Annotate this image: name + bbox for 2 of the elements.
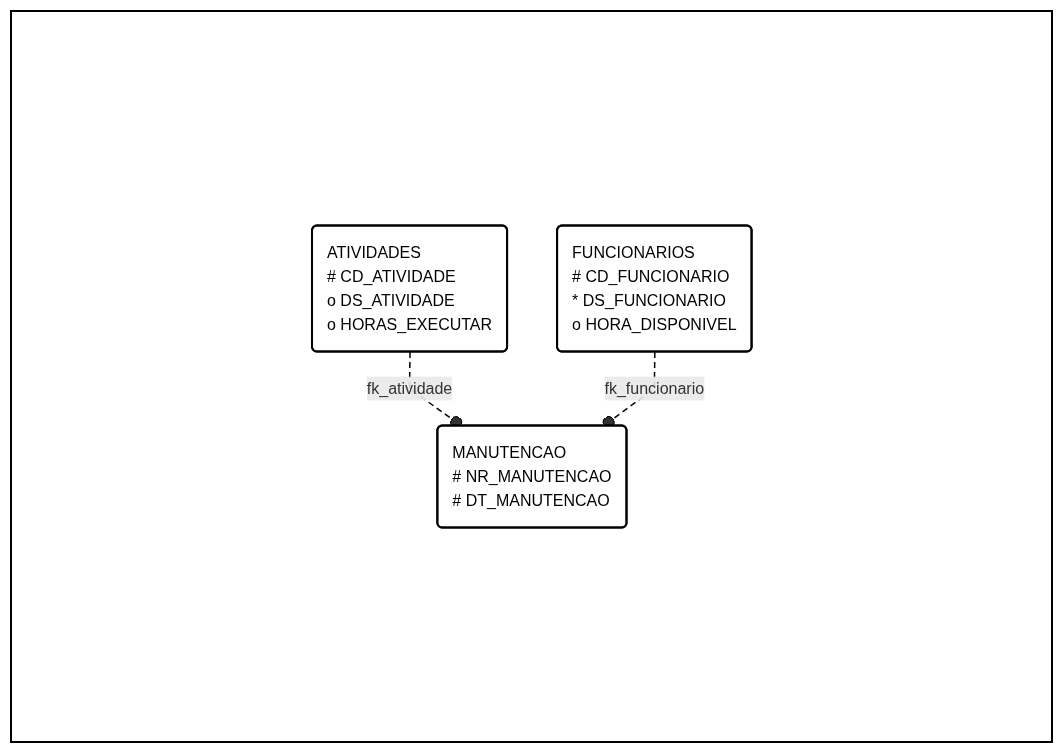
- edge-label: fk_atividade: [366, 379, 452, 397]
- edge-label: fk_funcionario: [604, 379, 704, 397]
